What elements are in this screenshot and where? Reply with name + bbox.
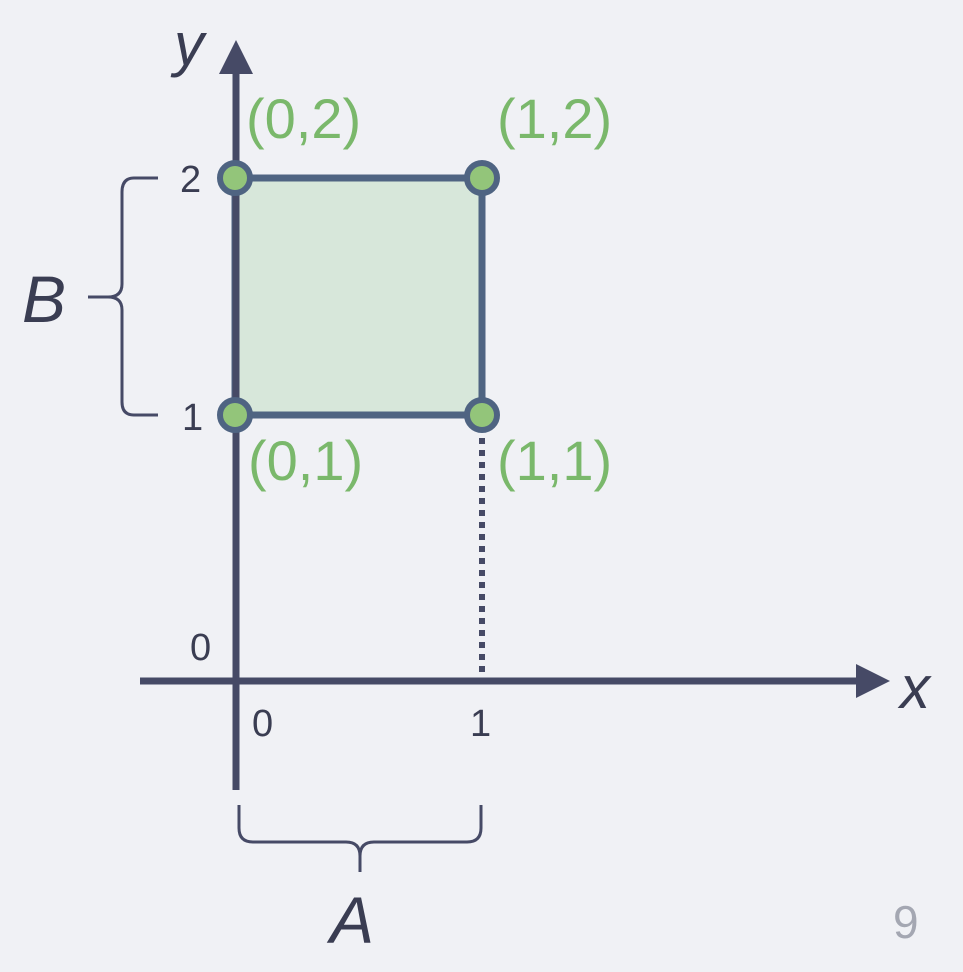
- brace-a: [237, 805, 483, 872]
- y-tick-2: 2: [180, 159, 201, 201]
- x-axis-label: x: [897, 654, 932, 721]
- point-label-0-2: (0,2): [246, 87, 361, 150]
- y-axis-label: y: [170, 11, 208, 78]
- x-tick-1: 1: [470, 703, 491, 745]
- point-1-2: [464, 160, 500, 196]
- product-region: [231, 174, 486, 419]
- x-tick-0: 0: [252, 703, 273, 745]
- brace-b: [88, 176, 158, 417]
- point-label-0-1: (0,1): [248, 429, 363, 492]
- set-a-label: A: [326, 883, 374, 957]
- point-label-1-2: (1,2): [497, 87, 612, 150]
- point-1-1: [464, 397, 500, 433]
- y-tick-0: 0: [190, 627, 211, 669]
- point-0-2: [217, 160, 253, 196]
- y-axis-arrow: [219, 40, 253, 74]
- set-b-label: B: [22, 262, 66, 336]
- y-tick-1: 1: [182, 397, 203, 439]
- x-axis-arrow: [856, 664, 890, 698]
- point-0-1: [217, 397, 253, 433]
- point-label-1-1: (1,1): [497, 429, 612, 492]
- page-number: 9: [893, 896, 919, 948]
